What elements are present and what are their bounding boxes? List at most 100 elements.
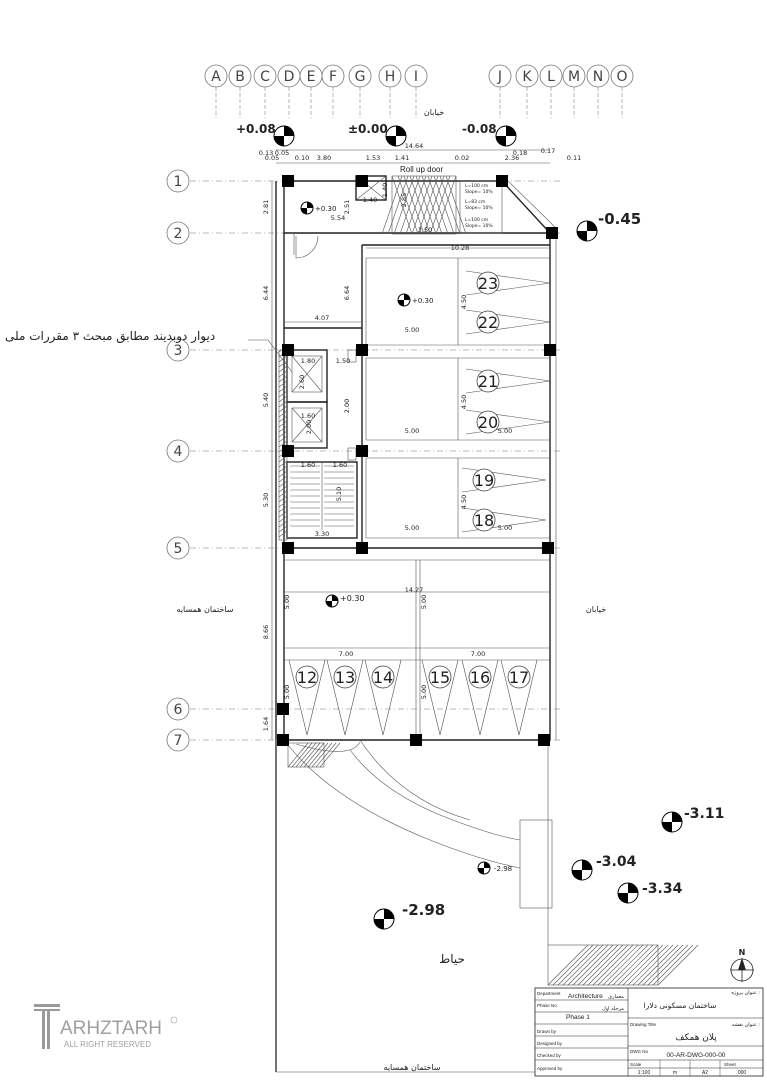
parking-stall-13: 13 [326, 659, 364, 736]
ramp-note-3: L=83 cm [465, 199, 485, 205]
grid-lines [190, 180, 560, 741]
svg-text:+0.30: +0.30 [315, 205, 336, 213]
dim-d140a: 1.40 [381, 183, 389, 197]
svg-text:19: 19 [474, 471, 494, 490]
parking-stall-15: 15 [421, 659, 459, 736]
svg-text:N: N [739, 948, 746, 957]
ramp-note-5: L=100 cm [465, 217, 488, 223]
level-marker-lv11: -2.98 [477, 861, 512, 875]
level-marker-lv6: +0.30 [397, 293, 433, 307]
dim-d500h: 5.00 [283, 685, 291, 699]
phase-label: Phase No [537, 1003, 557, 1008]
company-logo: ARHZTARH ALL RIGHT RESERVED [34, 1004, 178, 1049]
svg-text:14: 14 [373, 668, 393, 687]
dim-d500g: 5.00 [420, 595, 428, 609]
dim-d010: 0.10 [295, 154, 309, 162]
dim-d500a: 5.00 [405, 326, 419, 334]
roll-up-door-label: Roll up door [400, 165, 443, 174]
level-marker-lv3: -0.08 [462, 122, 517, 147]
dim-d380: 3.80 [317, 154, 331, 162]
street-label-right: خیابان [586, 605, 606, 614]
column-10 [282, 542, 294, 554]
svg-text:7: 7 [174, 733, 183, 749]
ramp-note-6: Slope= 10% [465, 223, 493, 229]
dim-d160a: 1.60 [301, 412, 315, 420]
level-marker-lv12: -2.98 [373, 901, 445, 930]
dim-d700a: 7.00 [339, 650, 353, 658]
column-9 [356, 445, 368, 457]
dim-d500f: 5.00 [283, 595, 291, 609]
grid-bubble-6: 6 [166, 697, 190, 721]
designed-by-label: Designed by [537, 1041, 563, 1046]
column-12 [542, 542, 554, 554]
sheet-label: Sheet [724, 1062, 737, 1067]
dim-d700b: 7.00 [471, 650, 485, 658]
svg-text:B: B [235, 69, 245, 85]
dim-d005b: 0.05 [265, 154, 279, 162]
sheet-value: 000 [738, 1070, 747, 1076]
svg-text:18: 18 [474, 511, 494, 530]
svg-text:N: N [593, 69, 603, 85]
svg-text:-3.04: -3.04 [596, 854, 637, 870]
svg-text:ALL RIGHT RESERVED: ALL RIGHT RESERVED [64, 1040, 151, 1049]
grid-bubble-3: 3 [166, 338, 190, 362]
svg-text:ARHZTARH: ARHZTARH [60, 1018, 162, 1039]
grid-bubble-d: D [277, 64, 301, 118]
dim-d011: 0.11 [567, 154, 581, 162]
svg-text:6: 6 [174, 702, 183, 718]
grid-bubble-a: A [204, 64, 228, 118]
svg-text:I: I [414, 69, 418, 85]
dim-d530: 5.30 [262, 493, 270, 507]
dim-d500d: 5.00 [405, 524, 419, 532]
svg-text:17: 17 [509, 668, 529, 687]
neighbor-left-label: ساختمان همسایه [177, 605, 234, 614]
drawing-title-fa-label: عنوان نقشه : [732, 1022, 760, 1028]
dim-d200b: 2.00 [305, 420, 313, 434]
level-marker-lv4: -0.45 [576, 210, 641, 242]
dim-d180: 1.80 [301, 357, 315, 365]
svg-text:H: H [385, 69, 396, 85]
drawing-title: پلان همکف [675, 1033, 717, 1043]
column-4 [546, 227, 558, 239]
project-title-label: عنوان پروژه : [731, 990, 760, 996]
grid-bubble-l: L [539, 64, 563, 118]
dim-d500c: 5.00 [498, 427, 512, 435]
svg-text:5: 5 [174, 541, 183, 557]
dim-d164: 1.64 [262, 717, 270, 731]
dim-d160c: 1.60 [333, 461, 347, 469]
phase-fa: مرحله اول [602, 1006, 624, 1012]
department-label: Department [537, 991, 561, 996]
grid-bubble-k: K [515, 64, 539, 118]
grid-bubble-f: F [321, 64, 345, 118]
svg-text:16: 16 [470, 668, 490, 687]
dim-top_total: 14.64 [405, 142, 424, 150]
grid-bubble-c: C [253, 64, 277, 118]
dwg-no-label: DWG No [630, 1049, 648, 1054]
parking-stall-16: 16 [461, 659, 499, 736]
dimension-lines [271, 149, 550, 740]
approved-by-label: Approved by [537, 1066, 563, 1071]
dim-d1427: 14.27 [405, 586, 424, 594]
dim-d350: 3.50 [418, 226, 432, 234]
dim-d285: 2.85 [400, 193, 408, 207]
department-value: Architecture [568, 993, 603, 1000]
ramp-note-4: Slope= 10% [465, 205, 493, 211]
level-marker-lv8: -3.11 [661, 806, 724, 833]
svg-text:L: L [547, 69, 555, 85]
project-title: ساختمان مسکونی دلارا [644, 1001, 717, 1010]
dim-d150: 1.50 [336, 357, 350, 365]
scale-label: Scale [630, 1062, 642, 1067]
street-label-top: خیابان [424, 108, 444, 117]
dim-d450b: 4.50 [460, 395, 468, 409]
grid-bubble-o: O [610, 64, 634, 118]
svg-text:-0.08: -0.08 [462, 122, 497, 136]
dim-d330: 3.30 [315, 530, 329, 538]
svg-text:13: 13 [335, 668, 355, 687]
title-block: عنوان پروژه : ساختمان مسکونی دلارا Depar… [534, 987, 764, 1077]
svg-text:15: 15 [430, 668, 450, 687]
svg-text:K: K [522, 69, 532, 85]
dim-d236: 2.36 [505, 154, 519, 162]
